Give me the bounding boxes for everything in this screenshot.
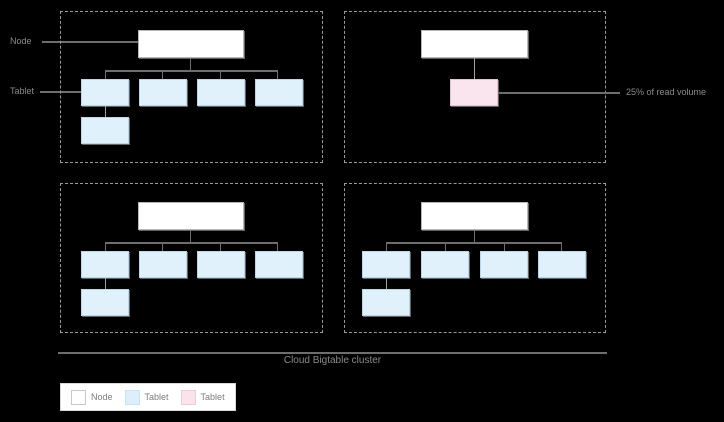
node-group-bottom-left (60, 183, 323, 333)
legend-item-node: Node (71, 389, 113, 405)
node-box[interactable] (138, 202, 244, 230)
connector-drop-4 (277, 70, 278, 79)
connector-drop-1 (105, 242, 106, 251)
legend-label-tablet: Tablet (144, 392, 169, 402)
connector-node-stem (474, 230, 475, 242)
tablet-box-child[interactable] (81, 289, 129, 316)
legend-swatch-hot-tablet-icon (180, 389, 196, 405)
connector-drop-2 (162, 70, 163, 79)
connector-bus (105, 70, 278, 72)
node-box[interactable] (421, 202, 528, 230)
tablet-box-child[interactable] (81, 117, 129, 144)
connector-drop-3 (220, 70, 221, 79)
legend-label-node: Node (91, 392, 113, 402)
tablet-box-child[interactable] (362, 289, 410, 316)
tablet-leader-line (40, 91, 82, 93)
tablet-box[interactable] (81, 251, 129, 278)
tablet-box[interactable] (480, 251, 528, 278)
legend-swatch-node-icon (71, 389, 86, 405)
connector-drop-2 (445, 242, 446, 251)
cluster-bracket-line (58, 352, 607, 354)
node-row-label: Node (10, 36, 32, 46)
tablet-box[interactable] (197, 251, 245, 278)
connector-node-stem (190, 230, 191, 242)
tablet-box[interactable] (255, 251, 303, 278)
tablet-box[interactable] (139, 79, 187, 106)
callout-leader-line (498, 92, 620, 94)
connector-child-stem (105, 278, 106, 289)
connector-drop-4 (561, 242, 562, 251)
connector-drop-1 (386, 242, 387, 251)
node-group-bottom-right (344, 183, 606, 333)
connector-drop-3 (504, 242, 505, 251)
hot-tablet-box[interactable] (450, 79, 498, 106)
tablet-box[interactable] (81, 79, 129, 106)
node-box[interactable] (421, 30, 528, 58)
legend-label-hot-tablet: Tablet (200, 392, 225, 402)
tablet-box[interactable] (255, 79, 303, 106)
node-group-top-right (344, 11, 606, 163)
legend-swatch-tablet-icon (124, 389, 140, 405)
cluster-caption: Cloud Bigtable cluster (283, 355, 382, 366)
connector-drop-3 (220, 242, 221, 251)
connector-bus (105, 242, 278, 244)
connector-child-stem (386, 278, 387, 289)
node-leader-line (42, 41, 139, 43)
legend-item-tablet: Tablet (124, 389, 169, 405)
connector-drop-4 (277, 242, 278, 251)
connector-child-stem (105, 106, 106, 117)
legend-item-hot-tablet: Tablet (180, 389, 225, 405)
connector-bus (386, 242, 562, 244)
tablet-box[interactable] (362, 251, 410, 278)
connector-drop-2 (162, 242, 163, 251)
tablet-box[interactable] (538, 251, 586, 278)
node-box[interactable] (138, 30, 244, 58)
node-group-top-left (60, 11, 323, 163)
connector-node-stem (474, 58, 475, 79)
legend: Node Tablet Tablet (60, 383, 236, 411)
connector-drop-1 (105, 70, 106, 79)
read-volume-callout: 25% of read volume (626, 87, 707, 97)
tablet-box[interactable] (139, 251, 187, 278)
tablet-box[interactable] (197, 79, 245, 106)
connector-node-stem (190, 58, 191, 70)
tablet-row-label: Tablet (10, 86, 35, 96)
tablet-box[interactable] (421, 251, 469, 278)
